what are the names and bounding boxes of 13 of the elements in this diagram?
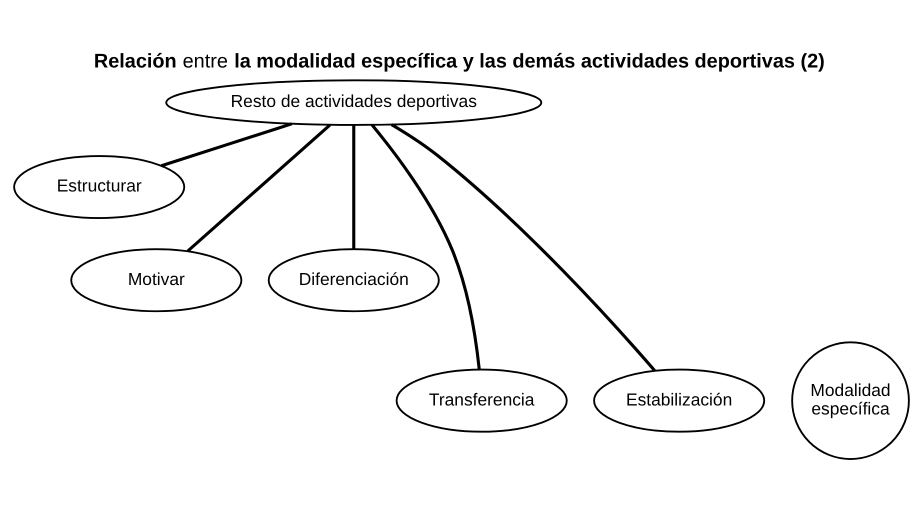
- connector: [186, 124, 330, 252]
- diagram-title: Relación entre la modalidad específica y las demás actividades deportivas (2): [93, 50, 824, 73]
- node-ellipse: Estabilización: [592, 368, 765, 433]
- node-ellipse: Diferenciación: [267, 248, 440, 312]
- node-circle: Modalidad específica: [790, 341, 910, 460]
- node-ellipse: Motivar: [70, 248, 242, 312]
- node-ellipse: Estructurar: [12, 155, 185, 220]
- connector: [390, 123, 656, 372]
- connector: [160, 122, 292, 168]
- node-ellipse: Resto de actividades deportivas: [164, 79, 542, 126]
- connector: [352, 124, 355, 249]
- node-ellipse: Transferencia: [395, 368, 568, 433]
- connector: [370, 124, 480, 370]
